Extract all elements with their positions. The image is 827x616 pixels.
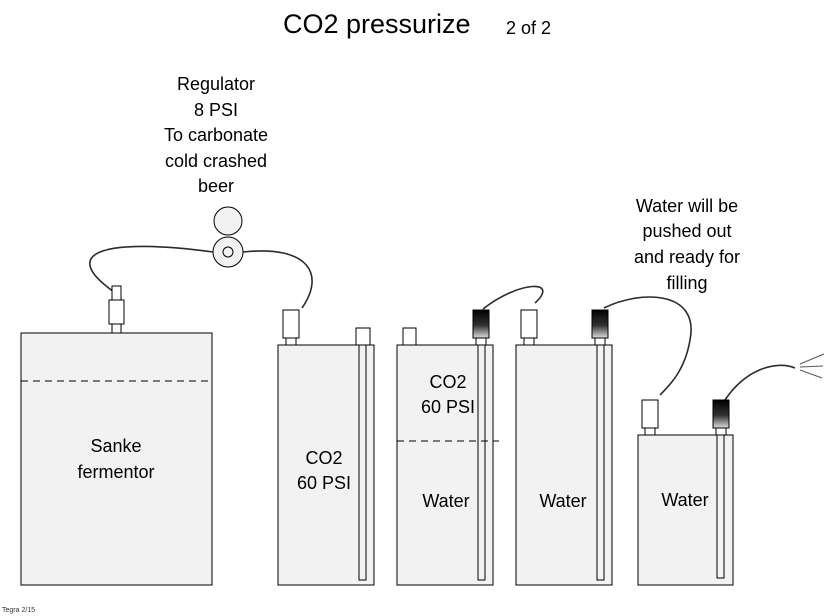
water-spray (799, 353, 825, 379)
regulator-port (222, 246, 234, 258)
keg-1-dip-tube (358, 344, 367, 581)
regulator (212, 206, 244, 268)
fermentor-fitting-cap (111, 285, 122, 301)
fermentor-body (20, 332, 213, 586)
keg-1-label: 60 PSI (297, 473, 351, 493)
keg-4-dip-tube (716, 434, 725, 579)
keg-3-body (515, 344, 613, 586)
hose-regulator-to-keg1 (242, 250, 313, 309)
regulator-label-line: 8 PSI (194, 100, 238, 120)
keg-3: Water (515, 309, 613, 586)
fermentor-label: fermentor (77, 462, 154, 482)
water-note-line: filling (666, 273, 707, 293)
keg-1-liquid-post (355, 327, 371, 346)
keg-2-bottom-label: Water (422, 491, 469, 511)
keg-4-gas-post (644, 427, 656, 436)
spray-line (799, 369, 823, 379)
keg-2-gas-post (402, 327, 417, 346)
water-note: Water will be pushed out and ready for f… (634, 196, 740, 293)
keg-3-dip-tube (596, 344, 605, 581)
hose-keg2-to-keg3 (603, 296, 692, 396)
fermentor-fitting-neck (111, 323, 122, 334)
keg-1-gas-post (285, 337, 297, 346)
regulator-label-line: cold crashed (165, 151, 267, 171)
spray-line (799, 353, 825, 365)
keg-3-liquid-fitting (591, 309, 609, 339)
keg-4-label: Water (661, 490, 708, 510)
keg-2-top-label: CO2 (429, 372, 466, 392)
keg-3-gas-post (523, 337, 535, 346)
hose-keg4-outlet (724, 364, 796, 401)
keg-1-gas-fitting (282, 309, 300, 339)
fermentor-fitting (108, 299, 125, 325)
keg-2-liquid-fitting (472, 309, 490, 339)
footer-credit: Tegra 2/15 (2, 607, 35, 614)
keg-2: CO2 60 PSI Water (396, 309, 499, 586)
keg-2-top-label: 60 PSI (421, 397, 475, 417)
keg-2-dip-tube (477, 344, 486, 581)
water-note-line: and ready for (634, 247, 740, 267)
hose-regulator-to-fermentor (89, 245, 214, 293)
regulator-label-line: beer (198, 176, 234, 196)
keg-1-body (277, 344, 375, 586)
regulator-gauge (213, 206, 243, 236)
keg-4-gas-fitting (641, 399, 659, 429)
regulator-label-line: Regulator (177, 74, 255, 94)
page-indicator: 2 of 2 (506, 18, 551, 38)
keg-4: Water (637, 399, 734, 586)
spray-line (799, 365, 824, 368)
keg-4-liquid-fitting (712, 399, 730, 429)
fermentor-label: Sanke (90, 436, 141, 456)
keg-2-liquid-post (475, 337, 487, 346)
keg-4-liquid-post (715, 427, 727, 436)
sanke-fermentor: Sanke fermentor (20, 285, 213, 586)
water-note-line: pushed out (642, 221, 731, 241)
keg-1-label: CO2 (305, 448, 342, 468)
keg-3-gas-fitting (520, 309, 538, 339)
water-note-line: Water will be (636, 196, 738, 216)
hose-keg1-to-keg2 (482, 285, 544, 310)
keg-3-liquid-post (594, 337, 606, 346)
regulator-label: Regulator 8 PSI To carbonate cold crashe… (164, 74, 268, 196)
keg-1: CO2 60 PSI (277, 309, 375, 586)
keg-2-body (396, 344, 494, 586)
keg-3-label: Water (539, 491, 586, 511)
regulator-label-line: To carbonate (164, 125, 268, 145)
page-title: CO2 pressurize (283, 9, 471, 39)
